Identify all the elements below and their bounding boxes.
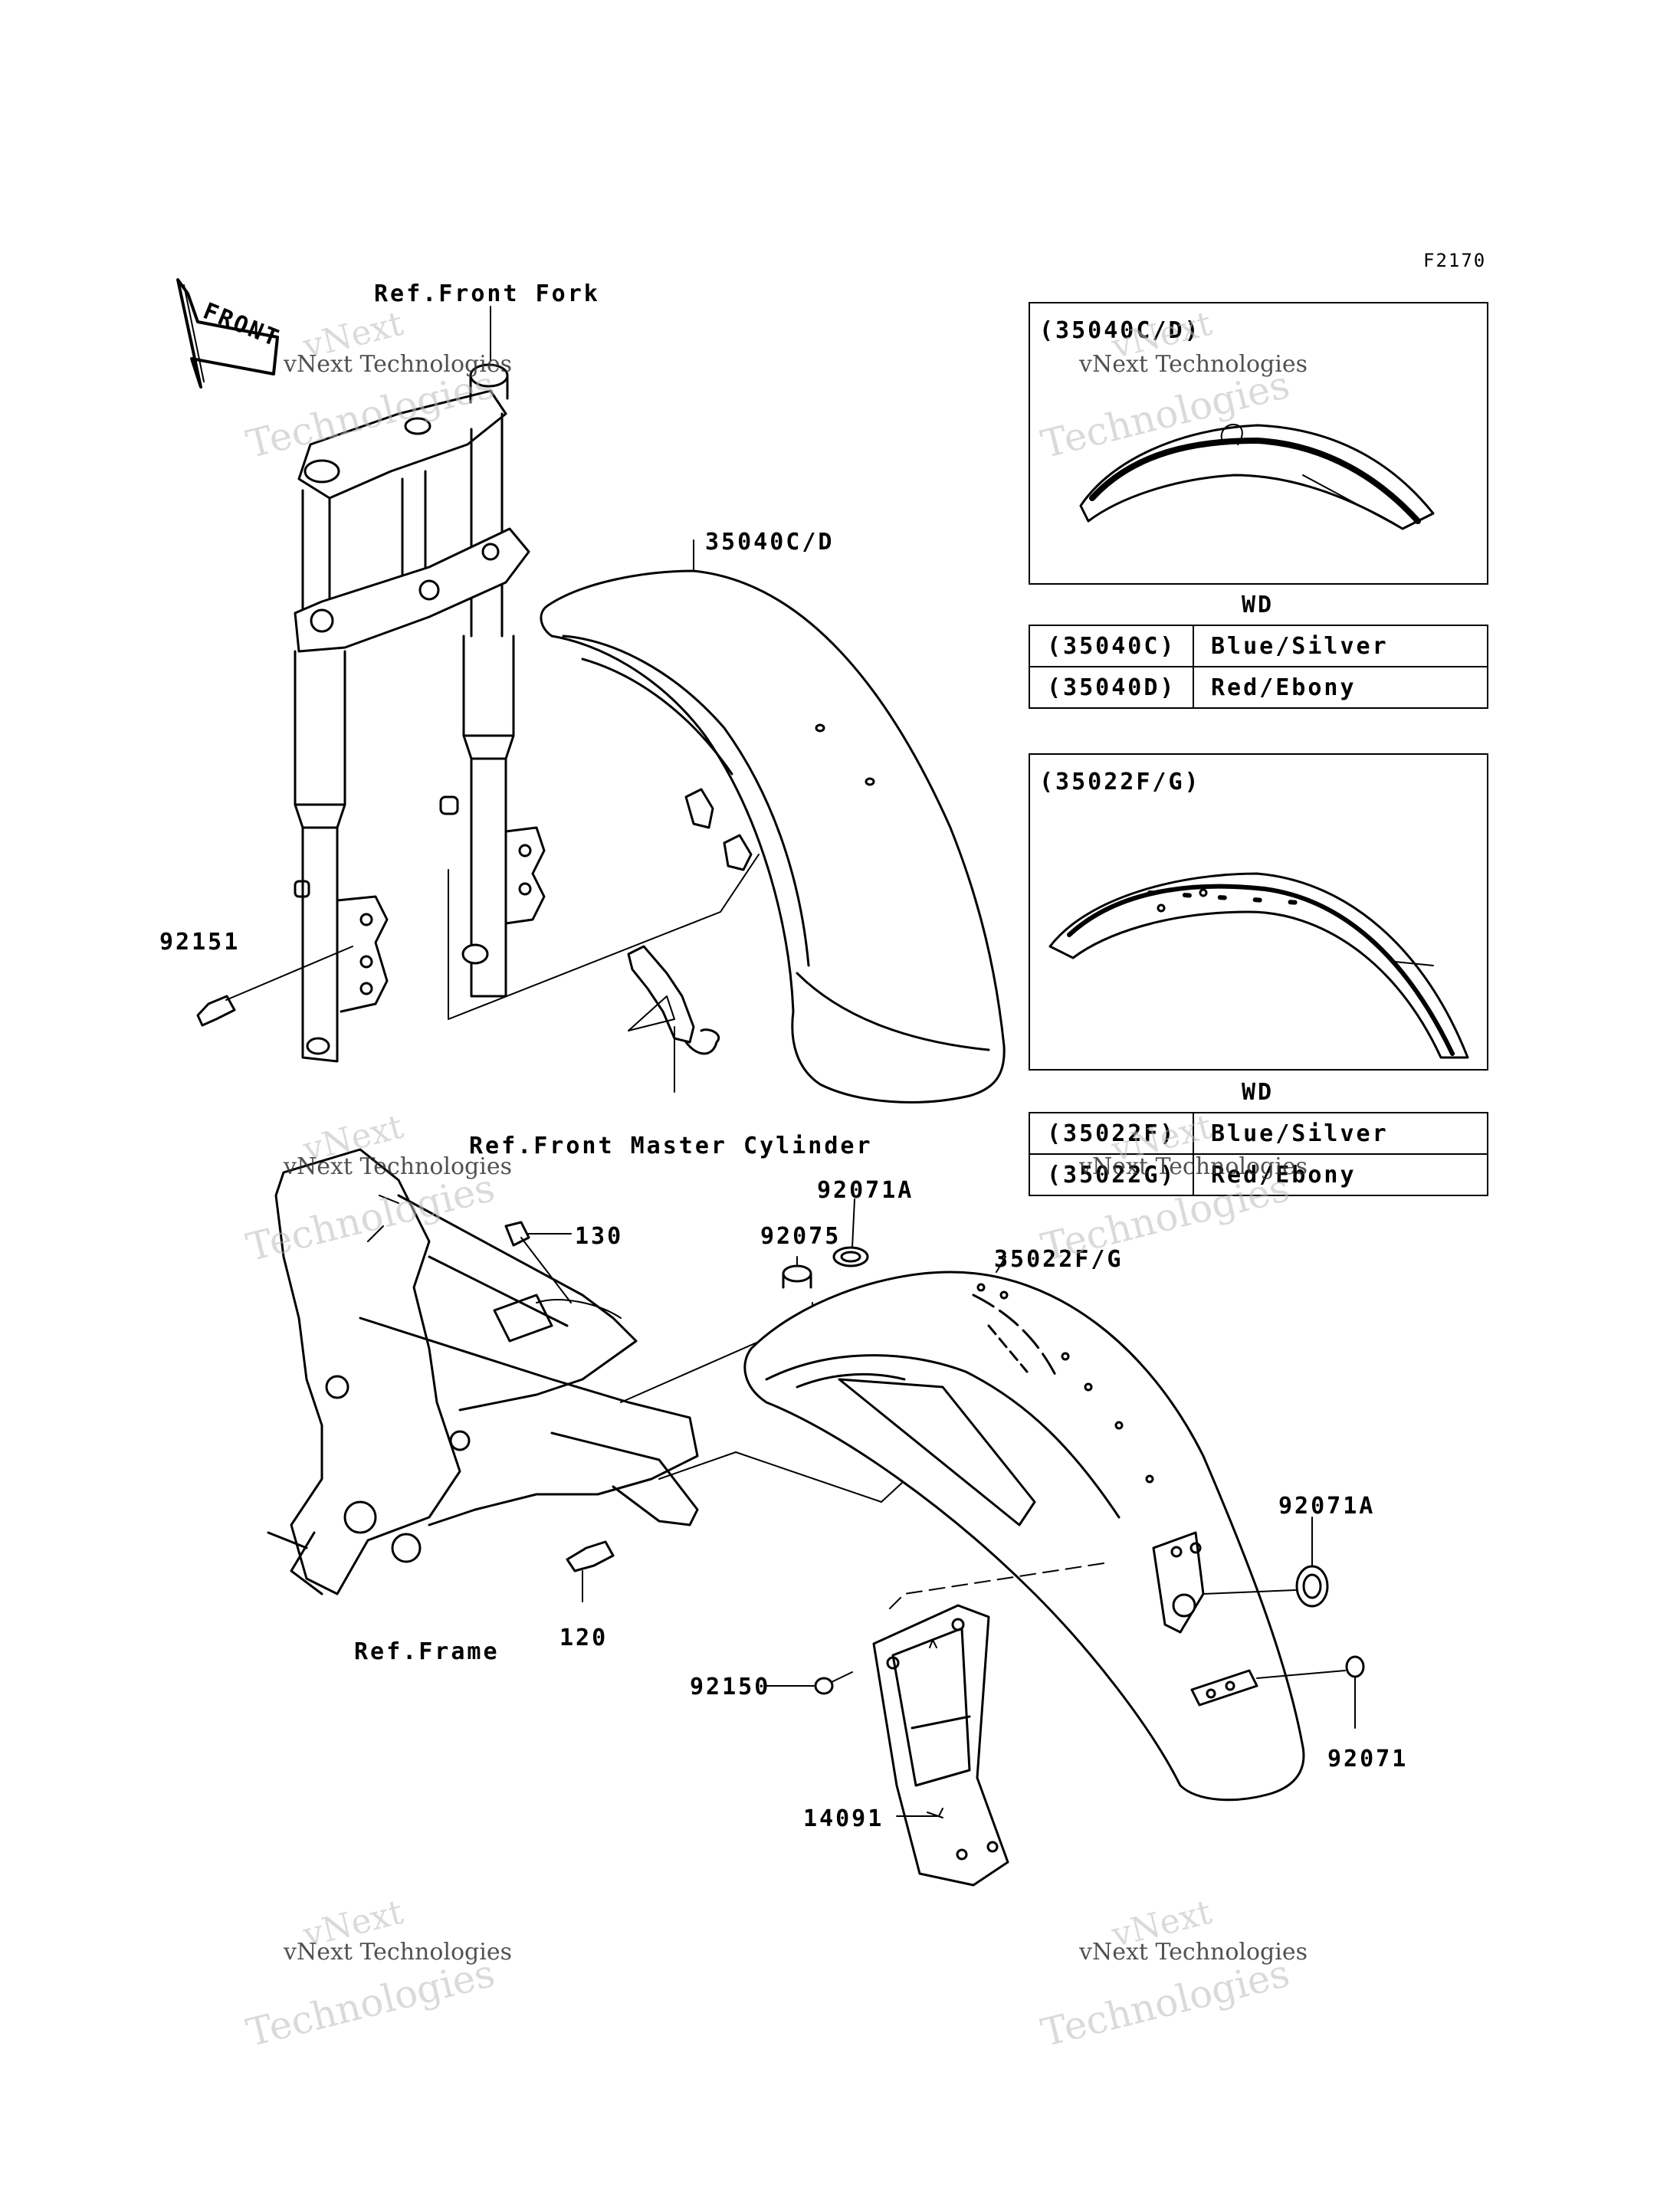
variant-color: Blue/Silver xyxy=(1193,1112,1488,1155)
figure-code: F2170 xyxy=(1423,250,1487,271)
callout-35040CD: 35040C/D xyxy=(705,529,835,556)
grommet-92075-icon xyxy=(782,1256,812,1289)
front-fender-drawing xyxy=(540,539,1006,1103)
variant-1-table-header: WD xyxy=(1242,592,1275,618)
variant-1-box xyxy=(1029,302,1488,585)
variant-2-thumbnail xyxy=(1048,872,1469,1059)
ref-front-master-cylinder-label: Ref.Front Master Cylinder xyxy=(469,1133,873,1159)
callout-14091: 14091 xyxy=(803,1805,884,1832)
callout-120: 120 xyxy=(559,1625,609,1651)
grommet-92071A-top-icon xyxy=(832,1199,869,1267)
variant-color: Red/Ebony xyxy=(1193,1153,1488,1196)
ref-front-fork-label: Ref.Front Fork xyxy=(374,280,600,307)
front-fork-drawing xyxy=(294,306,760,1063)
variant-code: (35022F) xyxy=(1029,1112,1194,1155)
variant-color: Red/Ebony xyxy=(1193,666,1488,709)
callout-92071A-right: 92071A xyxy=(1278,1493,1376,1520)
screw-92150-icon xyxy=(766,1671,853,1695)
grommet-92071-icon xyxy=(1345,1655,1365,1729)
variant-code: (35040D) xyxy=(1029,666,1194,709)
table-row: (35022G) Red/Ebony xyxy=(1029,1153,1488,1196)
bolt-92151-icon xyxy=(196,946,353,1027)
variant-code: (35040C) xyxy=(1029,625,1194,667)
variant-1-thumbnail xyxy=(1079,424,1435,530)
variant-1-table: (35040C) Blue/Silver (35040D) Red/Ebony xyxy=(1029,625,1488,709)
table-row: (35022F) Blue/Silver xyxy=(1029,1112,1488,1155)
variant-color: Blue/Silver xyxy=(1193,625,1488,667)
bolt-120-icon xyxy=(566,1540,615,1602)
ref-frame-label: Ref.Frame xyxy=(354,1638,500,1665)
table-row: (35040D) Red/Ebony xyxy=(1029,666,1488,709)
callout-92151: 92151 xyxy=(159,929,241,956)
front-arrow-icon: FRONT xyxy=(176,278,284,389)
callout-130: 130 xyxy=(575,1223,624,1250)
bolt-130-icon xyxy=(504,1221,572,1303)
variant-2-box xyxy=(1029,753,1488,1071)
table-row: (35040C) Blue/Silver xyxy=(1029,625,1488,667)
callout-92150: 92150 xyxy=(690,1674,771,1700)
callout-35022FG: 35022F/G xyxy=(994,1246,1124,1273)
callout-92075: 92075 xyxy=(760,1223,842,1250)
variant-2-title: (35022F/G) xyxy=(1039,769,1201,795)
variant-2-table: (35022F) Blue/Silver (35022G) Red/Ebony xyxy=(1029,1112,1488,1196)
grommet-92071A-right-icon xyxy=(1295,1517,1329,1608)
variant-1-title: (35040C/D) xyxy=(1039,317,1201,344)
variant-code: (35022G) xyxy=(1029,1153,1194,1196)
rear-fender-drawing xyxy=(743,1256,1346,1802)
callout-92071A-top: 92071A xyxy=(817,1177,914,1204)
variant-2-table-header: WD xyxy=(1242,1079,1275,1106)
callout-92071: 92071 xyxy=(1327,1746,1409,1772)
bracket-14091-drawing xyxy=(872,1604,1009,1887)
